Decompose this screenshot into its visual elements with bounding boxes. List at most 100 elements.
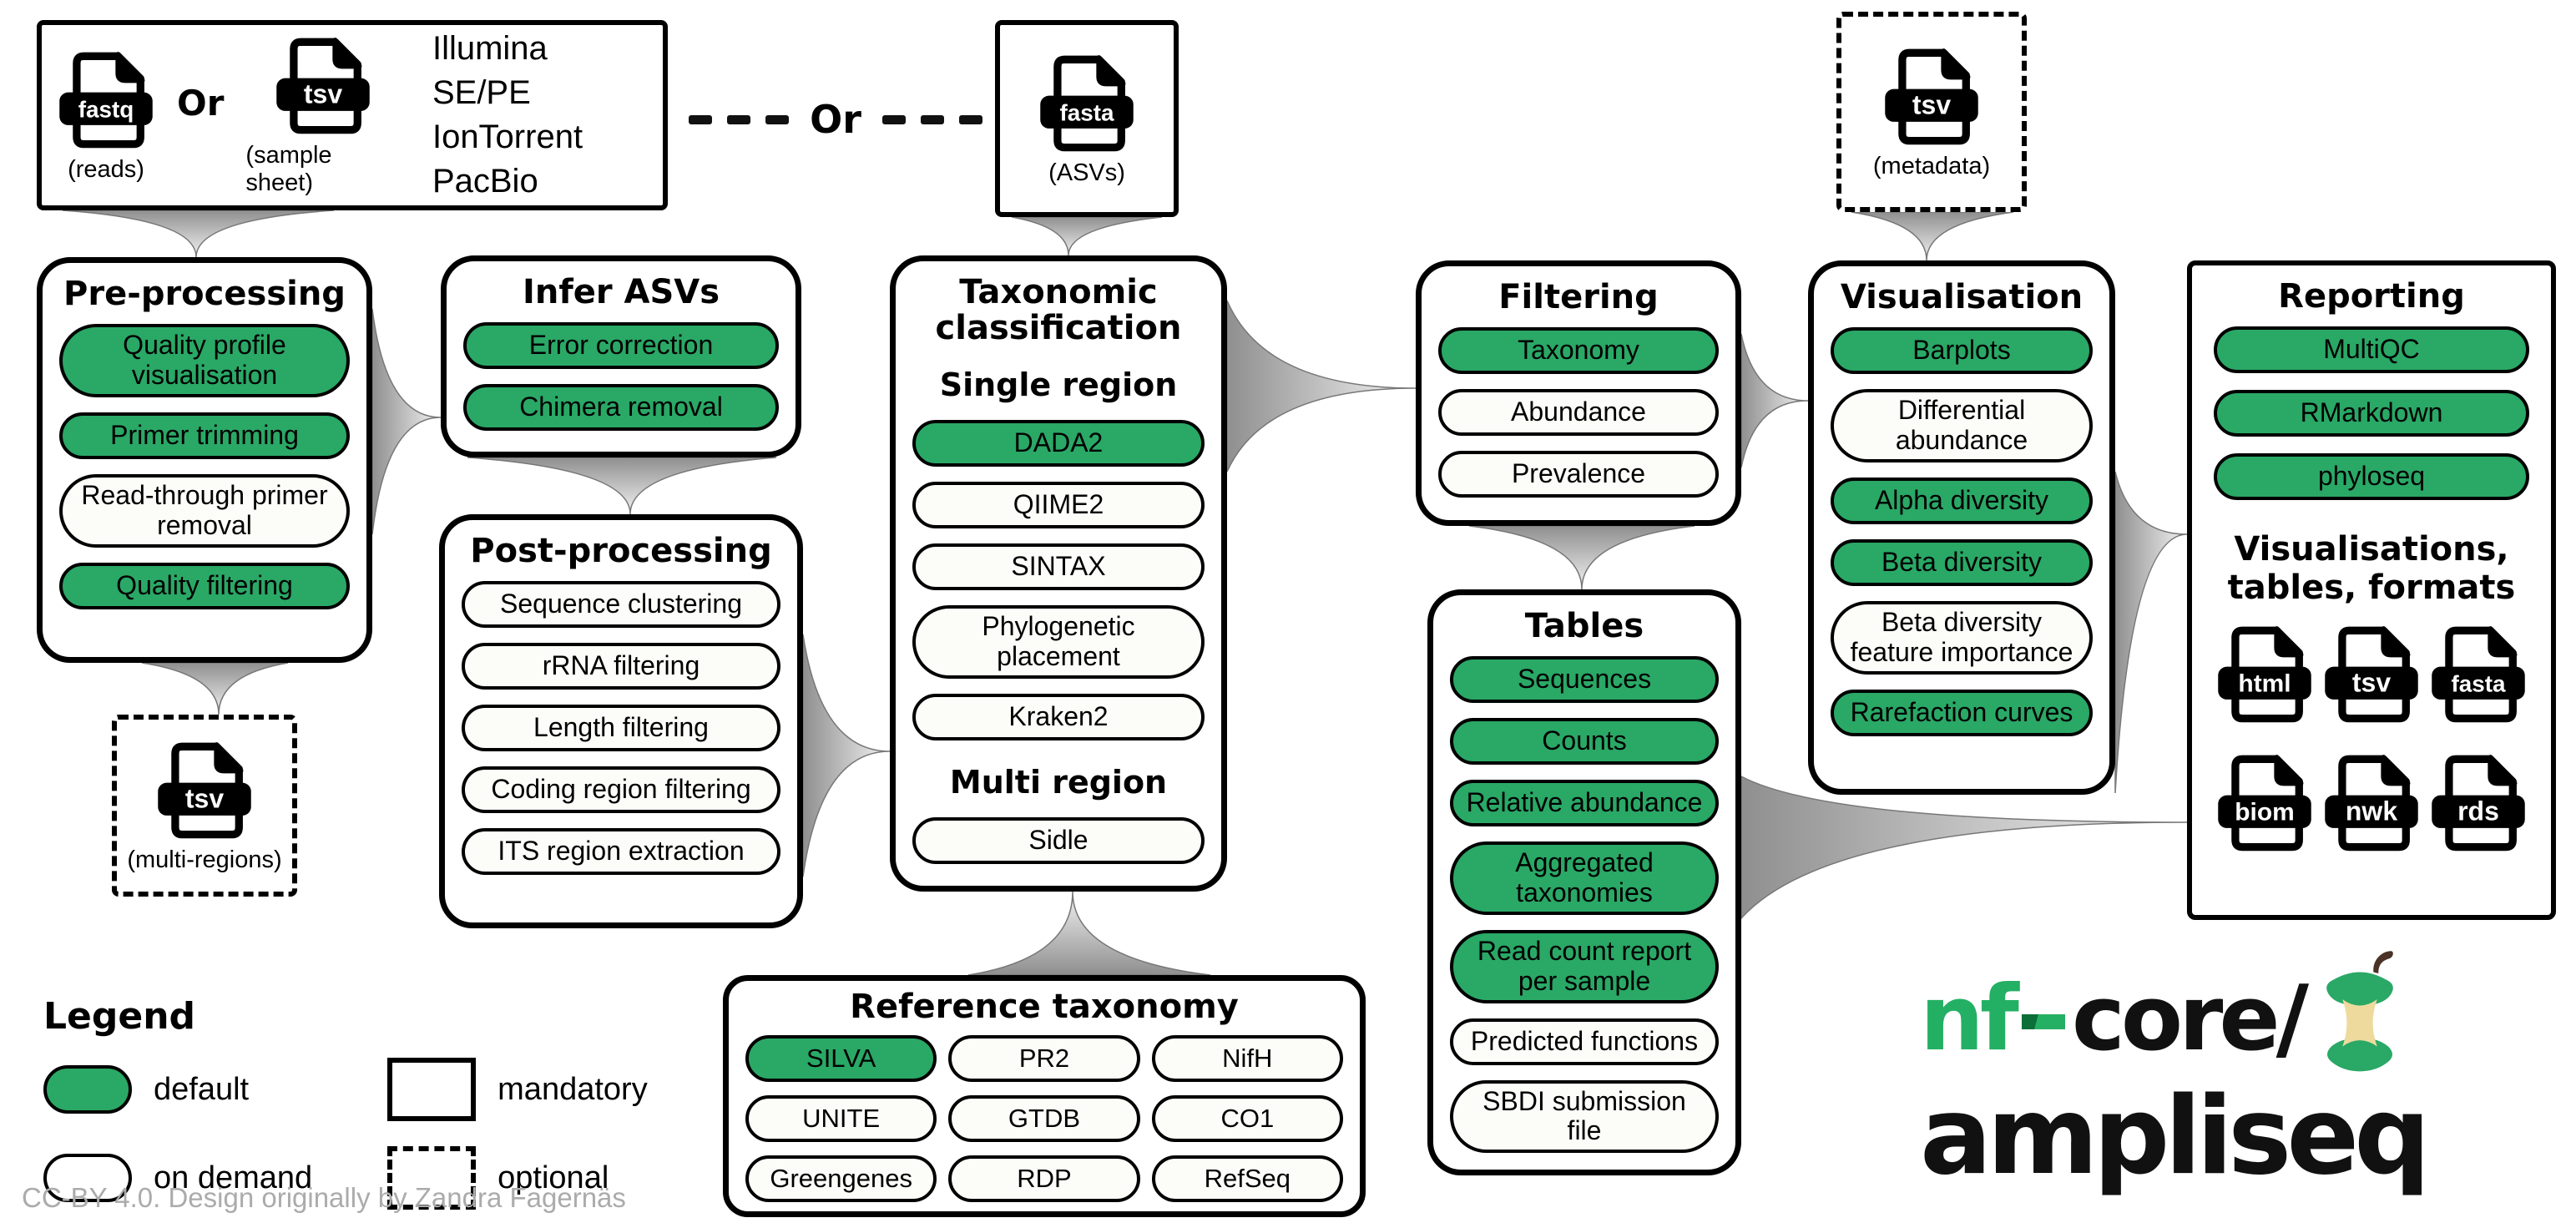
pill-sintax: SINTAX [912, 543, 1205, 591]
samplesheet-caption: (sample sheet) [245, 142, 332, 196]
dash-icon [727, 114, 751, 124]
dash-icon [958, 114, 982, 124]
input-reads-box: fastq (reads) Or tsv (sample sheet) Illu… [37, 20, 668, 210]
arrow-filtering-to-visualisation [1740, 333, 1809, 468]
fasta-file: fasta (ASVs) [1038, 51, 1136, 187]
mandatory-swatch-icon [387, 1058, 477, 1121]
input-asvs-box: fasta (ASVs) [995, 20, 1179, 217]
arrow-asvs-to-taxcls [1011, 216, 1163, 256]
pill-nifh: NifH [1151, 1035, 1343, 1083]
arrow-reftax-to-taxcls [967, 891, 1211, 976]
pill-rdp: RDP [948, 1155, 1140, 1203]
svg-text:tsv: tsv [2352, 668, 2391, 698]
apple-core-icon [2326, 951, 2393, 1072]
input-multiregions-box: tsv (multi-regions) [112, 715, 297, 897]
arrow-postprocessing-to-taxcls [802, 634, 891, 877]
svg-text:fastq: fastq [78, 96, 134, 122]
svg-text:tsv: tsv [185, 783, 224, 813]
dash-icon [920, 114, 944, 124]
arrow-tables-to-reporting [1740, 775, 2188, 920]
pill-pr2: PR2 [948, 1035, 1140, 1083]
pill-gtdb: GTDB [948, 1095, 1140, 1143]
pill-silva: SILVA [745, 1035, 937, 1083]
biom-file-icon: biom [2215, 750, 2314, 857]
arrow-filtering-to-tables [1468, 525, 1695, 590]
arrow-inferasvs-to-postprocessing [467, 457, 777, 515]
legend-label: optional [498, 1160, 609, 1195]
module-title: Reference taxonomy [850, 988, 1239, 1026]
arrow-taxcls-to-filtering [1226, 300, 1417, 473]
pill-differential-abundance: Differential abundance [1831, 389, 2093, 462]
pill-rrna-filtering: rRNA filtering [462, 643, 780, 690]
fasta-file-icon: fasta [2429, 622, 2528, 729]
formats-heading: Visualisations, tables, formats [2227, 530, 2516, 608]
samplesheet-file: tsv (sample sheet) [245, 33, 401, 197]
module-title: Infer ASVs [522, 273, 720, 311]
pill-phylogenetic-placement: Phylogenetic placement [912, 605, 1205, 680]
legend-label: mandatory [498, 1071, 648, 1107]
module-preprocessing: Pre-processing Quality profile visualisa… [37, 257, 372, 663]
pill-abundance: Abundance [1438, 389, 1719, 437]
rds-file-icon: rds [2429, 750, 2528, 857]
tsv-file-icon: tsv [155, 738, 254, 845]
svg-text:tsv: tsv [304, 79, 342, 109]
pill-qiime2: QIIME2 [912, 482, 1205, 529]
legend-label: on demand [154, 1160, 313, 1195]
legend-entry-optional: optional [387, 1146, 648, 1210]
pill-its-region-extraction: ITS region extraction [462, 828, 780, 876]
arrow-preprocessing-to-inferasvs [371, 308, 442, 535]
legend: Legend default mandatory on demand optio… [43, 995, 648, 1210]
or-separator: Or [681, 90, 990, 149]
logo-dash-icon [2021, 1014, 2065, 1029]
pill-sidle: Sidle [912, 817, 1205, 865]
module-title: Reporting [2278, 277, 2465, 316]
pill-counts: Counts [1450, 718, 1719, 766]
tsv-file-icon: tsv [2322, 622, 2421, 729]
or-separator-label: Or [810, 97, 861, 142]
pill-sequences: Sequences [1450, 656, 1719, 704]
module-title: Taxonomic classification [935, 273, 1182, 348]
pill-aggregated-taxonomies: Aggregated taxonomies [1450, 841, 1719, 915]
pill-prevalence: Prevalence [1438, 451, 1719, 498]
svg-text:tsv: tsv [1912, 89, 1951, 119]
tsv-file-icon: tsv [1882, 44, 1981, 151]
module-title: Pre-processing [63, 275, 346, 313]
input-metadata-box: tsv (metadata) [1836, 12, 2027, 212]
platform-list: Illumina SE/PE IonTorrent PacBio [432, 27, 648, 203]
pill-unite: UNITE [745, 1095, 937, 1143]
fastq-file-icon: fastq [57, 48, 155, 154]
fastq-caption: (reads) [68, 155, 144, 183]
svg-text:nwk: nwk [2346, 796, 2397, 826]
pill-quality-profile-visualisation: Quality profile visualisation [59, 324, 350, 397]
legend-entry-mandatory: mandatory [387, 1058, 648, 1121]
module-title: Filtering [1498, 278, 1659, 316]
pill-predicted-functions: Predicted functions [1450, 1018, 1719, 1065]
platform-item: IonTorrent [432, 119, 583, 155]
platform-item: Illumina SE/PE [432, 30, 548, 112]
or-label: Or [177, 82, 225, 124]
subheading-multi-region: Multi region [949, 764, 1168, 801]
svg-text:rds: rds [2457, 796, 2499, 826]
pill-primer-trimming: Primer trimming [59, 412, 350, 459]
pill-chimera-removal: Chimera removal [463, 384, 779, 432]
asvs-caption: (ASVs) [1048, 159, 1125, 186]
pill-dada2: DADA2 [912, 420, 1205, 467]
platform-item: PacBio [432, 162, 538, 200]
svg-text:html: html [2238, 670, 2291, 698]
pill-coding-region-filtering: Coding region filtering [462, 766, 780, 814]
on-demand-swatch-icon [43, 1154, 132, 1202]
pill-rarefaction-curves: Rarefaction curves [1831, 689, 2093, 736]
fasta-file-icon: fasta [1038, 51, 1136, 158]
multiregions-caption: (multi-regions) [127, 846, 282, 873]
fastq-file: fastq (reads) [57, 48, 155, 184]
logo-core: core/ [2071, 967, 2309, 1071]
legend-label: default [154, 1071, 250, 1107]
pill-read-through-primer-removal: Read-through primer removal [59, 473, 350, 548]
legend-title: Legend [43, 995, 196, 1038]
legend-entry-default: default [43, 1058, 312, 1121]
